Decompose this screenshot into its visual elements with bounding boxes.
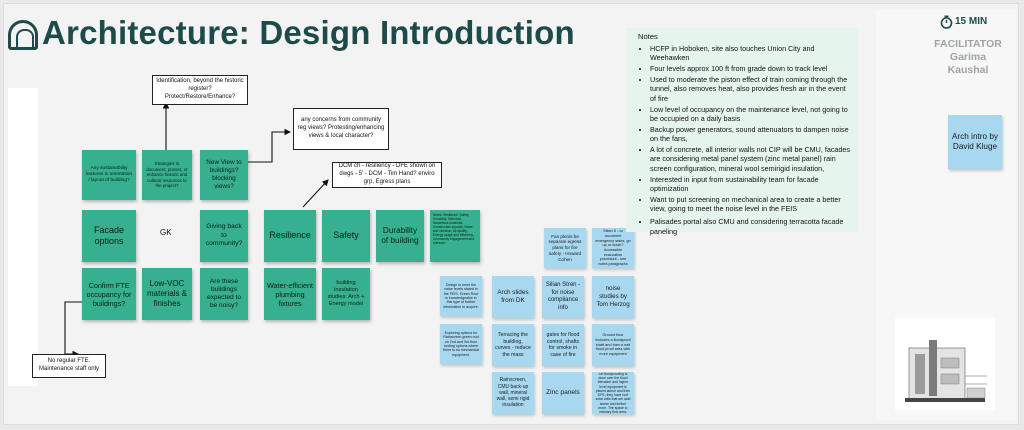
sticky-sustainability[interactable]: Any sustainability features in orientati… [82,150,136,200]
callout-concerns: any concerns from community reg views? P… [293,108,389,150]
notes-item: Interested in input from sustainability … [650,175,850,194]
sticky-terracing[interactable]: Terracing the building, curves - reduce … [492,324,534,366]
sticky-resilience[interactable]: Resilience [264,210,316,262]
notes-item: Backup power generators, sound attenuato… [650,125,850,144]
sticky-water-efficient[interactable]: Water-efficient plumbing fixtures [264,268,316,320]
notes-list: HCFP in Hoboken, site also touches Union… [638,44,850,236]
sticky-rainscreen[interactable]: Rainscreen, CMU back-up wall, mineral wa… [492,372,534,414]
notes-item: HCFP in Hoboken, site also touches Union… [650,44,850,63]
sticky-arch-intro[interactable]: Arch intro by David Kluge [948,115,1002,169]
sticky-fan-plenis[interactable]: Fan plenis be separate egress plans for … [544,228,586,268]
sticky-floodproofing[interactable]: Let floodproofing is done over the flood… [592,372,634,414]
sticky-zinc-panels[interactable]: Zinc panels [542,372,584,414]
sticky-noisy[interactable]: Are these buildings expected to be noisy… [200,268,248,320]
tunnel-logo-icon [8,20,38,50]
page-title: Architecture: Design Introduction [42,14,575,51]
sticky-gates-flood[interactable]: gates for flood control, shafts for smok… [542,324,584,366]
left-white-panel [8,88,38,386]
facilitator-block: FACILITATOR Garima Kaushal [926,38,1010,76]
sticky-strategies[interactable]: Strategies to document, protect, or enha… [142,150,192,200]
notes-heading: Notes [638,32,658,41]
sticky-giving-back[interactable]: Giving back to community? [200,210,248,262]
sticky-silian-egress[interactable]: Silian S - to document emergency stairs,… [592,228,634,268]
sticky-noise-studies[interactable]: noise studies by Tom Herzog [592,276,634,318]
stopwatch-icon [940,15,953,29]
notes-item: Want to put screening on mechanical area… [650,195,850,214]
sticky-insulation[interactable]: building insulation studies: Arch + Ener… [322,268,370,320]
sticky-confirm-fte[interactable]: Confirm FTE occupancy for buildings? [82,268,136,320]
callout-no-fte: No regular FTE. Maintenance staff only [32,354,106,378]
callout-dcm: DCM ch - resiliency - DFE shown on dwgs … [332,162,442,188]
sticky-design-meet[interactable]: Design to meet the noise levels stated i… [440,276,482,316]
sticky-low-voc[interactable]: Low-VOC materials & finishes [142,268,192,320]
facilitator-first-name: Garima [949,50,987,63]
notes-item: Palisades portal also CMU and considerin… [650,217,850,236]
callout-identification: Identification, beyond the historic regi… [152,75,248,105]
sticky-safety[interactable]: Safety [322,210,370,262]
notes-item: Four levels approx 100 ft from grade dow… [650,64,850,73]
notes-panel: Notes HCFP in Hoboken, site also touches… [626,28,858,236]
sticky-tiny-list[interactable]: Notes: Resilience, Safety, Durability, S… [430,210,480,262]
sticky-ground-floor[interactable]: Ground floor includes a floodproof shaft… [592,324,634,366]
sticky-silian-noise[interactable]: Silian Stren - for noise compliance info [542,276,584,318]
sticky-facade-options[interactable]: Facade options [82,210,136,262]
notes-item: Low level of occupancy on the maintenanc… [650,105,850,124]
notes-item: A lot of concrete, all interior walls no… [650,145,850,173]
building-section-drawing [895,318,995,410]
facilitator-last-name: Kaushal [947,63,989,76]
sticky-durability[interactable]: Durability of building [376,210,424,262]
gk-label: GK [160,228,172,237]
sticky-new-view[interactable]: New View to buildings? blocking views? [200,150,248,200]
facilitator-label: FACILITATOR [934,38,1002,50]
notes-item: Used to moderate the piston effect of tr… [650,75,850,103]
sticky-arch-slides[interactable]: Arch slides from DK [492,276,534,318]
timer-label: 15 MIN [955,16,988,27]
sticky-exploring[interactable]: Exploring options for Rainscreen green r… [440,324,482,364]
